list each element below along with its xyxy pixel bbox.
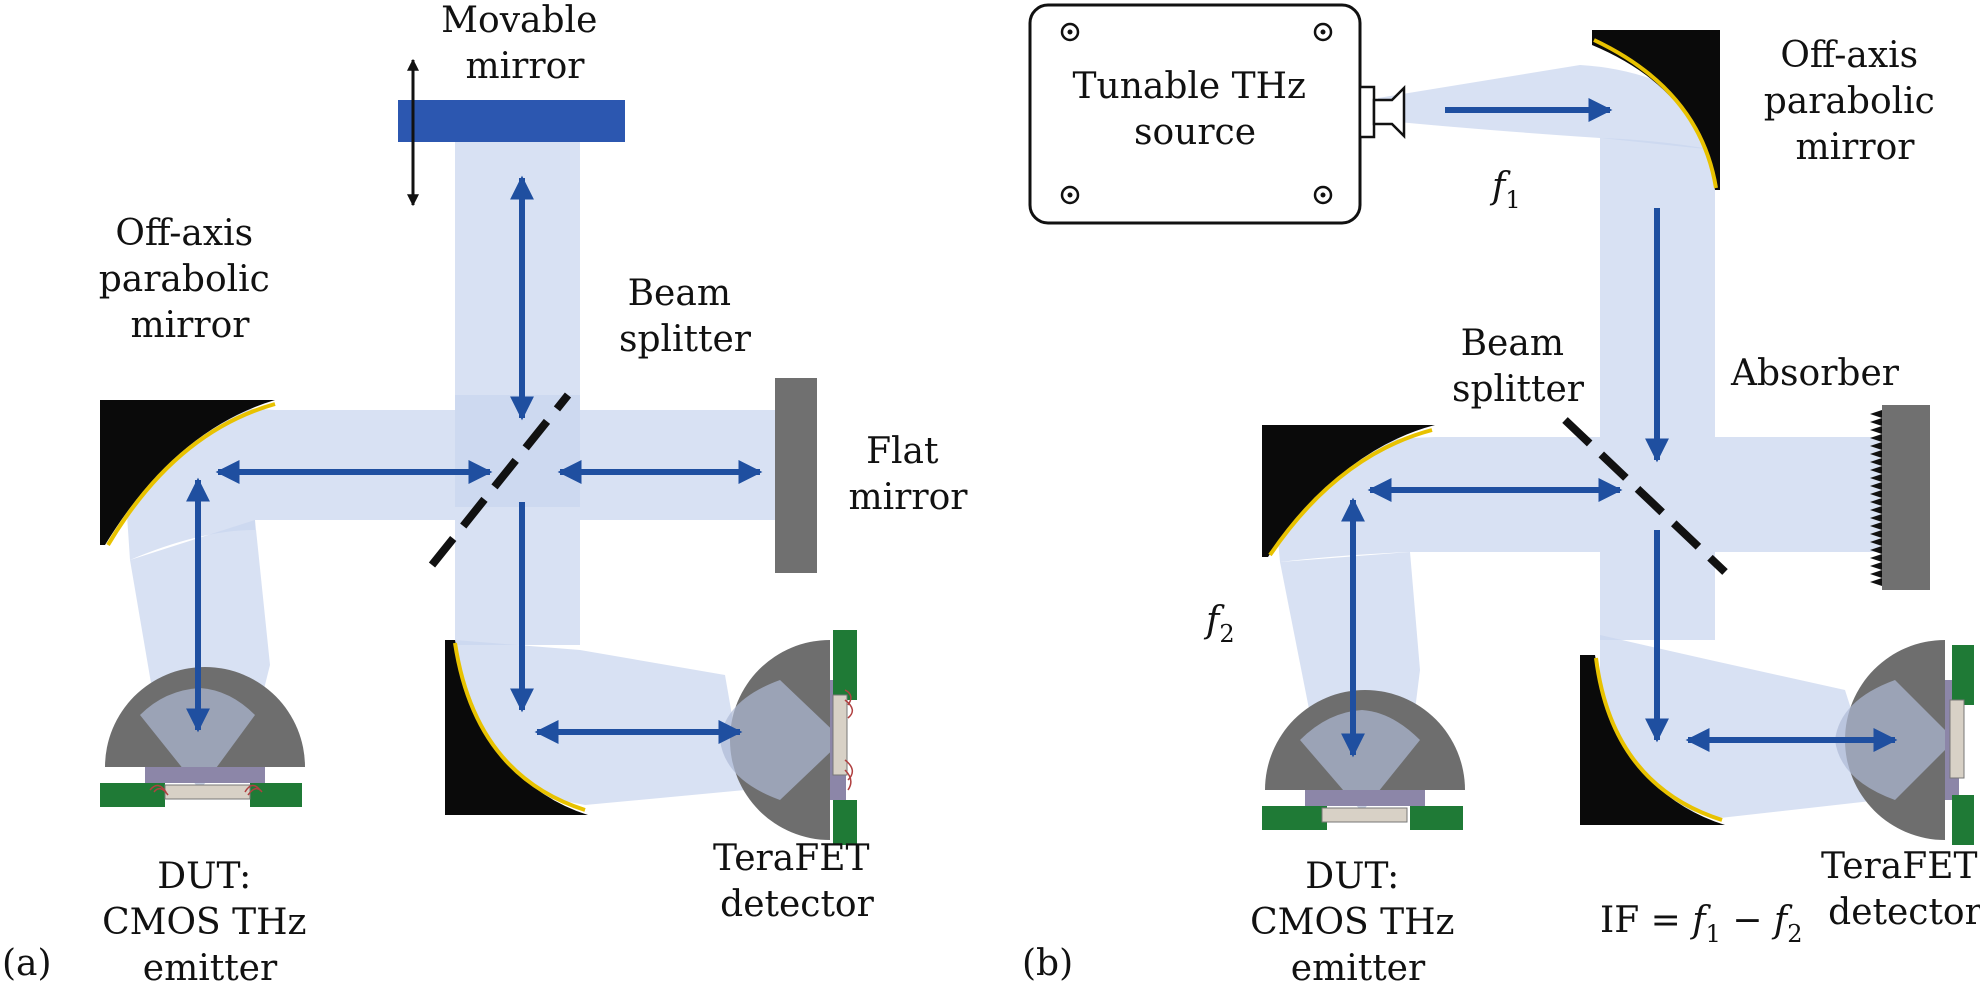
label-beam-splitter-b: Beam splitter (1452, 323, 1585, 410)
label-f2: f2 (1203, 600, 1235, 648)
dut-pcb-left-b (1262, 806, 1327, 830)
dut-chip-carrier (145, 767, 265, 783)
label-movable-mirror: Movable mirror (441, 0, 609, 87)
oap-mirror-left-edge (106, 402, 276, 547)
dut-beam-cone (140, 688, 255, 790)
source-screw-tl (1060, 22, 1080, 42)
detector-chip-b (1949, 699, 1965, 779)
absorber-body (1882, 405, 1930, 590)
panel-tag-a: (a) (2, 943, 52, 984)
label-source: Tunable THz source (1073, 66, 1318, 153)
detector-pcb-top (833, 630, 857, 700)
beam-vertical-lower (455, 395, 580, 645)
source-screw-bl (1060, 185, 1080, 205)
dut-pcb-right (250, 783, 302, 807)
beam-arrows-b (1341, 98, 1898, 758)
label-oap-mirror-a: Off-axis parabolic mirror (99, 213, 282, 346)
detector-beam-cone (720, 680, 843, 800)
oap-mirror-left-b-edge (1268, 428, 1433, 557)
panel-tag-b: (b) (1022, 943, 1073, 984)
detector-pcb-top-b (1952, 645, 1974, 705)
dut-chip (164, 784, 251, 800)
label-dut-b: DUT: CMOS THz emitter (1250, 856, 1466, 988)
absorber-teeth (1870, 410, 1882, 586)
source-horn (1372, 84, 1406, 140)
oap-mirror-top-right (1592, 30, 1720, 190)
label-absorber: Absorber (1730, 353, 1900, 394)
panel-a: Movable mirror Off-axis parabolic mirror… (2, 0, 968, 988)
source-horn-mount (1358, 85, 1376, 139)
dut-pcb-right-b (1410, 806, 1463, 830)
oap-mirror-top-right-edge (1593, 38, 1718, 189)
flat-mirror (775, 378, 817, 573)
dut-emitter-a (100, 667, 305, 807)
label-f1: f1 (1489, 166, 1521, 214)
label-beam-splitter-a: Beam splitter (619, 273, 752, 360)
tunable-thz-source (1028, 3, 1406, 225)
oap-mirror-lower (445, 640, 588, 815)
detector-pcb-bottom-b (1952, 795, 1974, 845)
oap-mirror-lower-edge (453, 642, 586, 812)
beam-arrows-a (186, 175, 763, 744)
detector-chip (832, 694, 848, 776)
dut-bond-wires (149, 784, 263, 796)
label-if-equation: IF = f1 − f2 (1600, 900, 1803, 948)
oap-mirror-left-b (1262, 425, 1435, 557)
beam-lower-to-detector-b (1600, 635, 1880, 818)
terafet-detector-a (720, 630, 857, 845)
label-oap-mirror-b: Off-axis parabolic mirror (1764, 35, 1947, 168)
label-detector-a: TeraFET detector (713, 838, 881, 925)
dut-emitter-b (1262, 690, 1465, 830)
movable-mirror (398, 100, 625, 142)
label-dut-a: DUT: CMOS THz emitter (102, 856, 318, 988)
source-screw-br (1313, 185, 1333, 205)
absorber (1870, 405, 1930, 590)
detector-pcb-bottom (833, 800, 857, 845)
beam-horizontal-right (580, 410, 775, 520)
dut-chip-carrier-b (1305, 790, 1425, 806)
beam-splitter-a (428, 392, 572, 568)
oap-mirror-left (100, 400, 275, 545)
panel-b: Tunable THz source Off-axis parabolic mi… (1022, 3, 1980, 988)
dut-beam-cone-b (1300, 710, 1420, 812)
source-screw-tr (1313, 22, 1333, 42)
oap-mirror-lower-b-edge (1594, 657, 1723, 822)
dut-chip-b (1321, 807, 1408, 823)
beam-horizontal-right-b (1715, 437, 1880, 552)
beam-splitter-b (1562, 417, 1728, 575)
label-flat-mirror: Flat mirror (849, 431, 969, 518)
label-detector-b: TeraFET detector (1821, 846, 1980, 933)
detector-bond-wires (844, 689, 854, 791)
oap-mirror-lower-b (1580, 655, 1725, 825)
